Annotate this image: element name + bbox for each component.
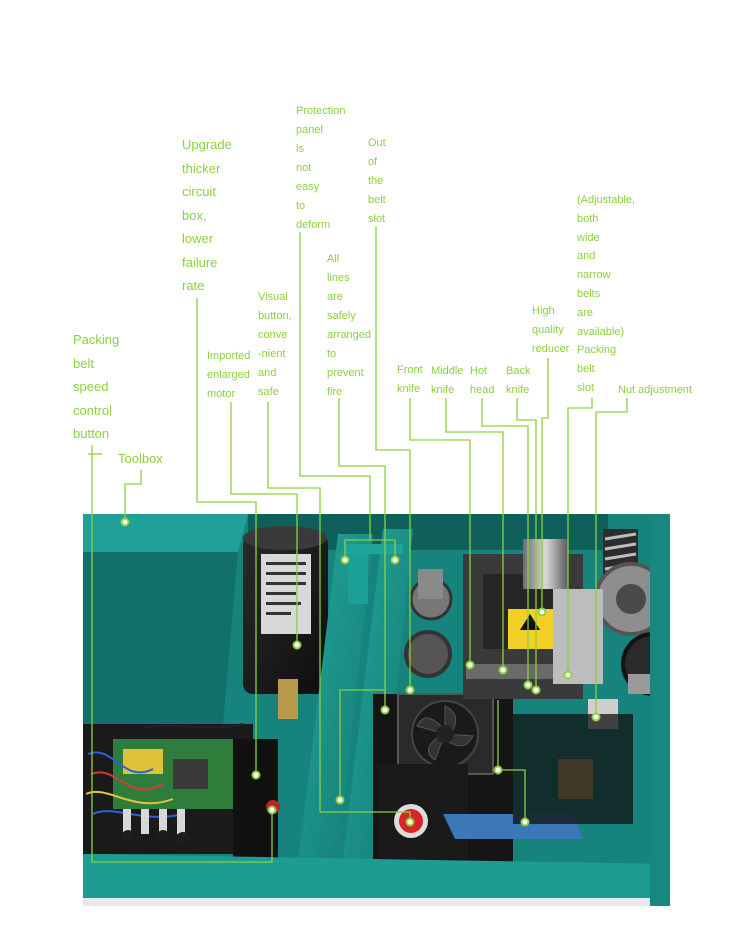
label-toolbox: Toolbox (118, 451, 163, 466)
label-protection-panel: Protection panel is not easy to deform (296, 105, 346, 231)
label-all-lines-safe: All lines are safely arranged to prevent… (327, 253, 372, 398)
label-front-knife: Front knife (397, 364, 423, 395)
label-visual-button: Visual button, conve -nient and safe (258, 291, 292, 398)
label-packing-belt-speed: Packing belt speed control button (73, 332, 120, 441)
label-back-knife: Back knife (506, 365, 531, 396)
label-high-quality-reducer: High quality reducer (532, 305, 570, 355)
label-hot-head: Hot head (470, 365, 495, 396)
label-imported-motor: Imported enlarged motor (207, 350, 251, 400)
label-upgrade-circuit-box: Upgrade thicker circuit box, lower failu… (182, 137, 232, 293)
label-adjustable-packing-belt-slot: (Adjustable, both wide and narrow belts … (577, 194, 636, 394)
label-nut-adjustment: Nut adjustment (618, 384, 692, 396)
label-out-of-belt-slot: Out of the belt slot (368, 137, 386, 225)
strapping-machine-photo (83, 514, 670, 906)
label-middle-knife: Middle knife (431, 365, 464, 396)
